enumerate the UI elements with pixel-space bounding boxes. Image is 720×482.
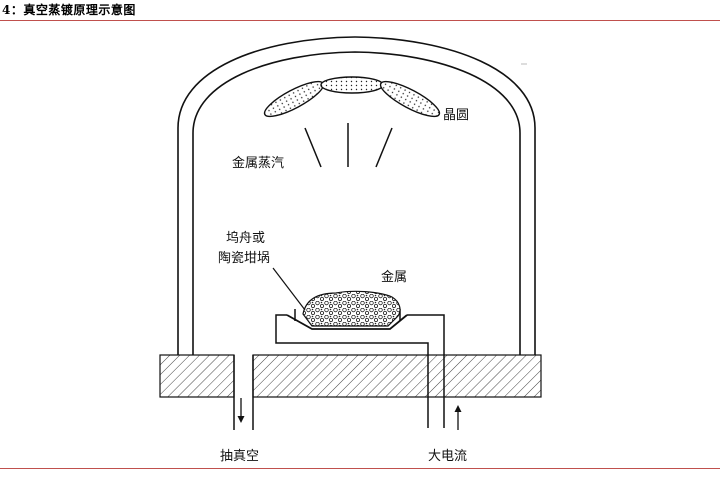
wafer-right [379,80,441,118]
wafers [263,76,441,118]
vacuum-label: 抽真空 [220,449,259,464]
metal-vapor-lines [304,123,393,168]
metal-charge [302,290,401,327]
wafer-center [320,76,384,94]
crucible [286,290,408,330]
down-arrow-icon [237,398,245,423]
boat-leader-line [272,267,306,311]
bell-jar-inner-wall [192,51,521,355]
boat-label-line2: 陶瓷坩埚 [218,250,270,266]
metal-label: 金属 [381,269,407,285]
boat-label-line1: 坞舟或 [226,230,265,246]
base-plate [159,354,542,398]
bottom-rule [0,468,720,469]
up-arrow-icon [454,405,462,430]
wafer-left [263,80,325,118]
vacuum-pipe [233,355,254,430]
bell-jar-outer-wall [177,36,536,355]
current-label: 大电流 [428,449,467,464]
boat-outline [286,314,408,330]
bell-jar [177,36,536,355]
figure-title: 4：真空蒸镀原理示意图 [2,3,136,17]
top-rule [0,20,720,21]
metal-vapor-label: 金属蒸汽 [232,155,284,171]
wafer-label: 晶圆 [443,108,469,123]
